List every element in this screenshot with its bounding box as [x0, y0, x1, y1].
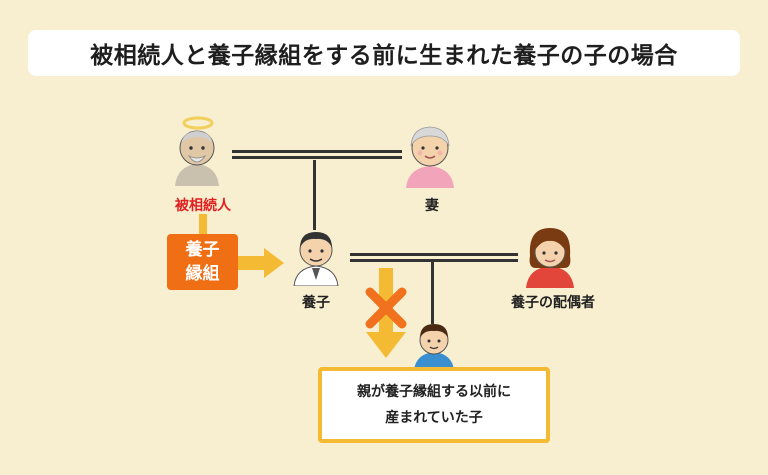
decedent-to-box-connector	[199, 214, 207, 234]
adoption-box: 養子 縁組	[167, 234, 238, 290]
adoption-arrow-icon	[238, 248, 284, 278]
note-box: 親が養子縁組する以前に 産まれていた子	[318, 367, 550, 443]
child-line-decedent	[313, 160, 316, 230]
marriage-line-adopted-spouse	[350, 253, 518, 262]
adopted-child-icon	[286, 224, 346, 286]
adoption-box-line1: 養子	[185, 240, 220, 260]
decedent-label: 被相続人	[175, 198, 231, 214]
spouse-label: 妻	[425, 198, 439, 214]
note-line2: 産まれていた子	[385, 410, 483, 426]
note-line1: 親が養子縁組する以前に	[357, 384, 511, 400]
adopted-child-label: 養子	[302, 295, 330, 311]
cross-icon	[364, 286, 408, 330]
page-title: 被相続人と養子縁組をする前に生まれた養子の子の場合	[28, 30, 740, 76]
adopted-spouse-icon	[518, 222, 582, 288]
child-line-adopted	[431, 262, 434, 324]
adopted-spouse-label: 養子の配偶者	[511, 295, 595, 311]
grandchild-icon	[408, 318, 460, 370]
spouse-icon	[398, 118, 462, 188]
adoption-box-line2: 縁組	[185, 264, 220, 284]
marriage-line-decedent-spouse	[232, 150, 402, 159]
decedent-icon	[165, 110, 229, 186]
